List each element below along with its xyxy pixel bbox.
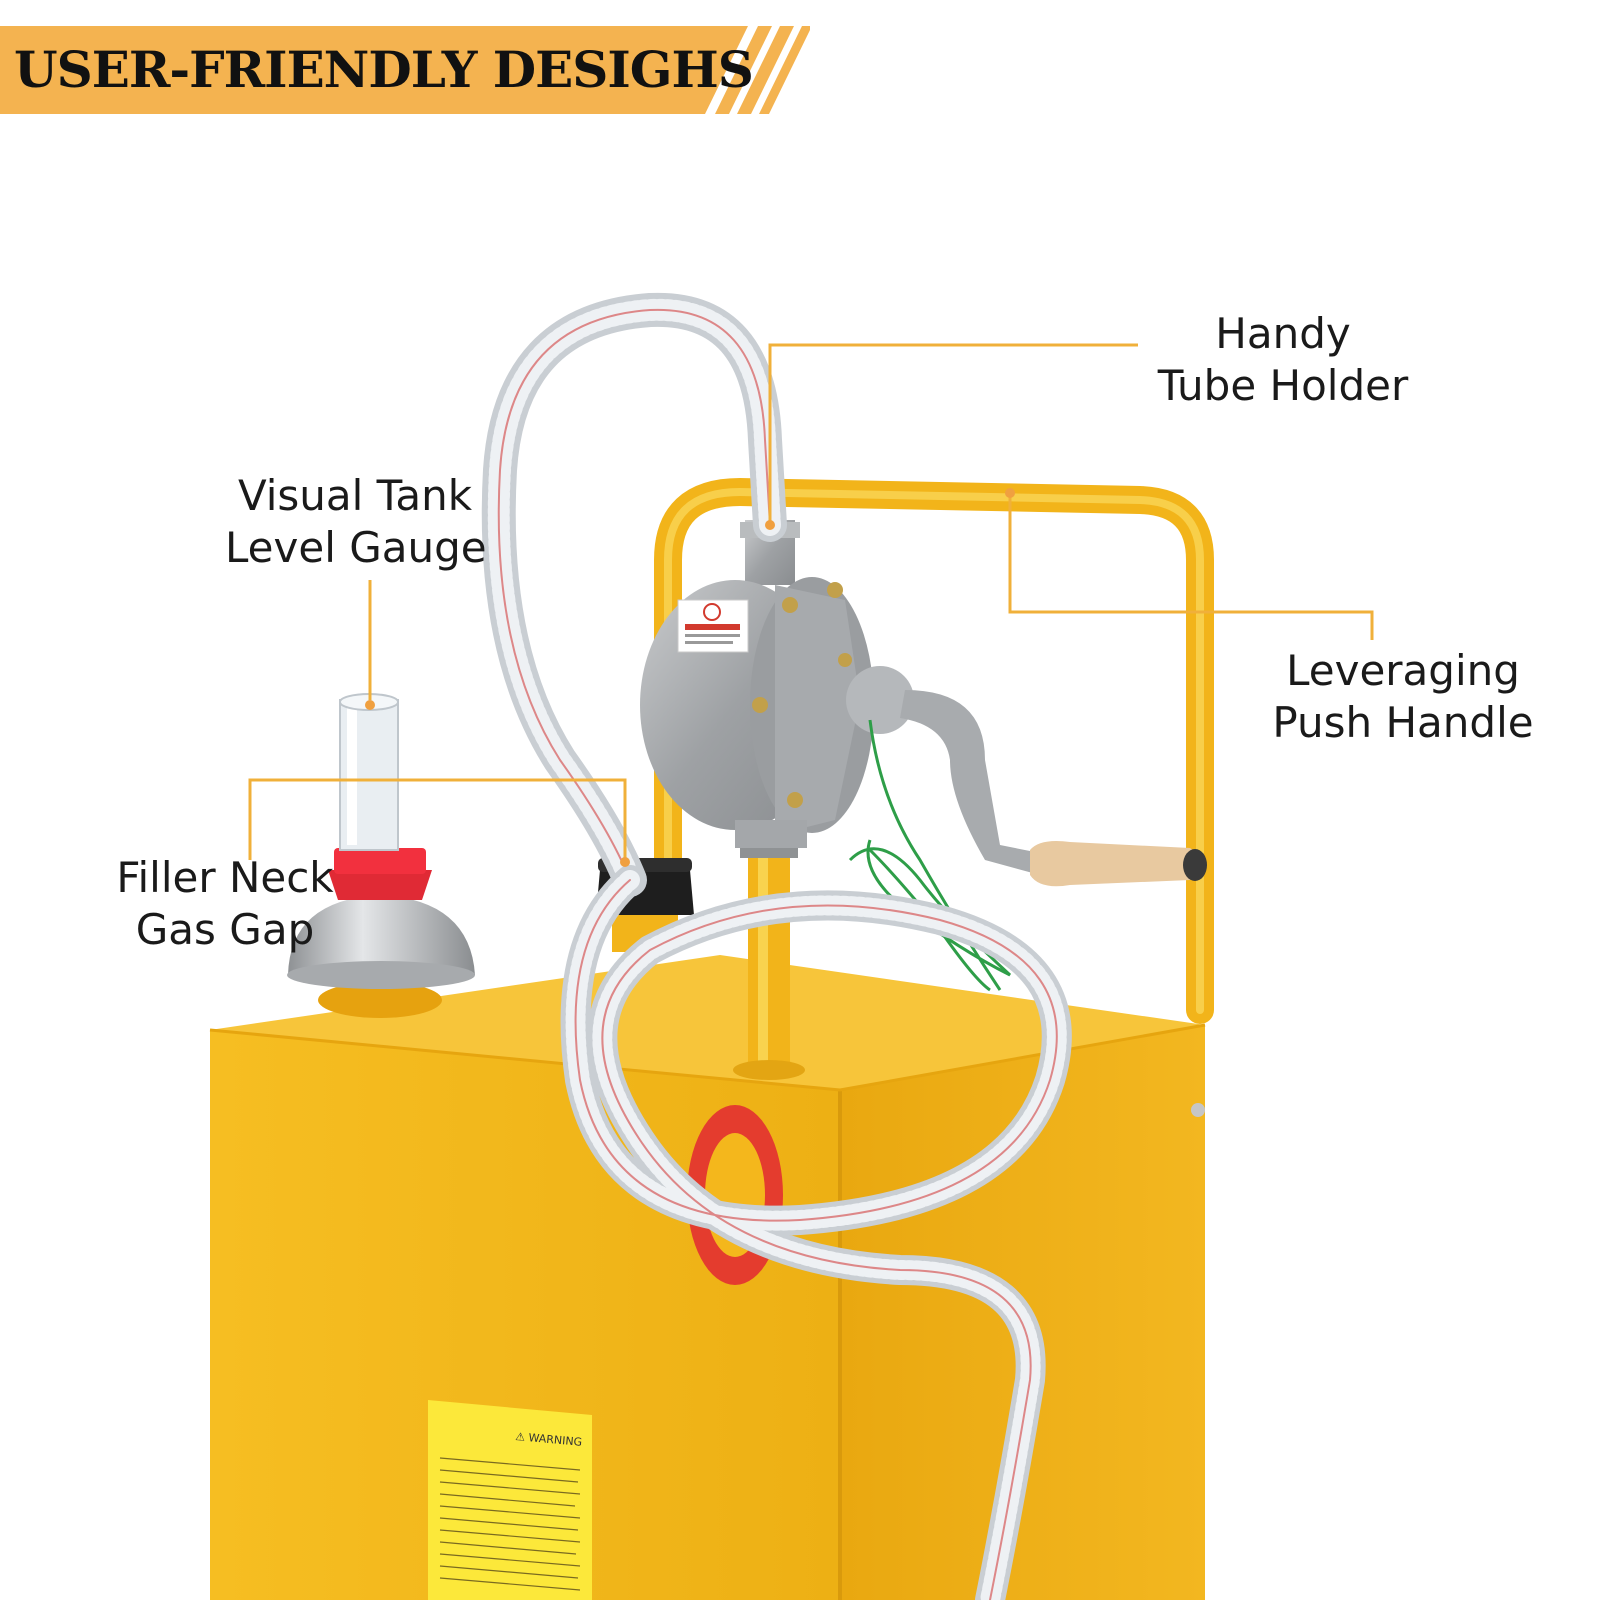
push-handle: [654, 477, 1214, 1024]
callout-filler-line1: Filler Neck: [116, 853, 334, 902]
filler-neck-dot: [620, 857, 630, 867]
callout-filler-neck-gas-gap: Filler Neck Gas Gap: [100, 852, 350, 956]
banner-title: USER-FRIENDLY DESIGHS: [14, 40, 754, 99]
rotary-pump: [640, 520, 1207, 887]
warning-label: ⚠ WARNING: [428, 1400, 592, 1600]
callout-lever-line2: Push Handle: [1272, 698, 1534, 747]
callout-visual-tank-level-gauge: Visual Tank Level Gauge: [225, 470, 487, 574]
callout-leveraging-push-handle: Leveraging Push Handle: [1258, 645, 1548, 749]
suction-hose: [481, 292, 1072, 1600]
callout-filler-line2: Gas Gap: [135, 905, 315, 954]
level-gauge-dot: [365, 700, 375, 710]
header-banner: USER-FRIENDLY DESIGHS: [0, 26, 810, 114]
banner-shape: [0, 26, 810, 114]
push-handle-dot: [1005, 488, 1015, 498]
handy-tube-holder-dot: [765, 520, 775, 530]
callout-handy-tube-holder: Handy Tube Holder: [1138, 308, 1428, 412]
callout-visual-line1: Visual Tank: [237, 471, 473, 520]
callout-handy-line2: Tube Holder: [1157, 361, 1409, 410]
callout-lever-line1: Leveraging: [1286, 646, 1520, 695]
callout-visual-line2: Level Gauge: [225, 523, 487, 572]
leader-lines: [248, 343, 1374, 860]
callout-handy-line1: Handy: [1215, 309, 1351, 358]
svg-text:⚠ WARNING: ⚠ WARNING: [515, 1430, 583, 1449]
pump-riser: [733, 840, 805, 1080]
filler-neck: [287, 693, 475, 1018]
